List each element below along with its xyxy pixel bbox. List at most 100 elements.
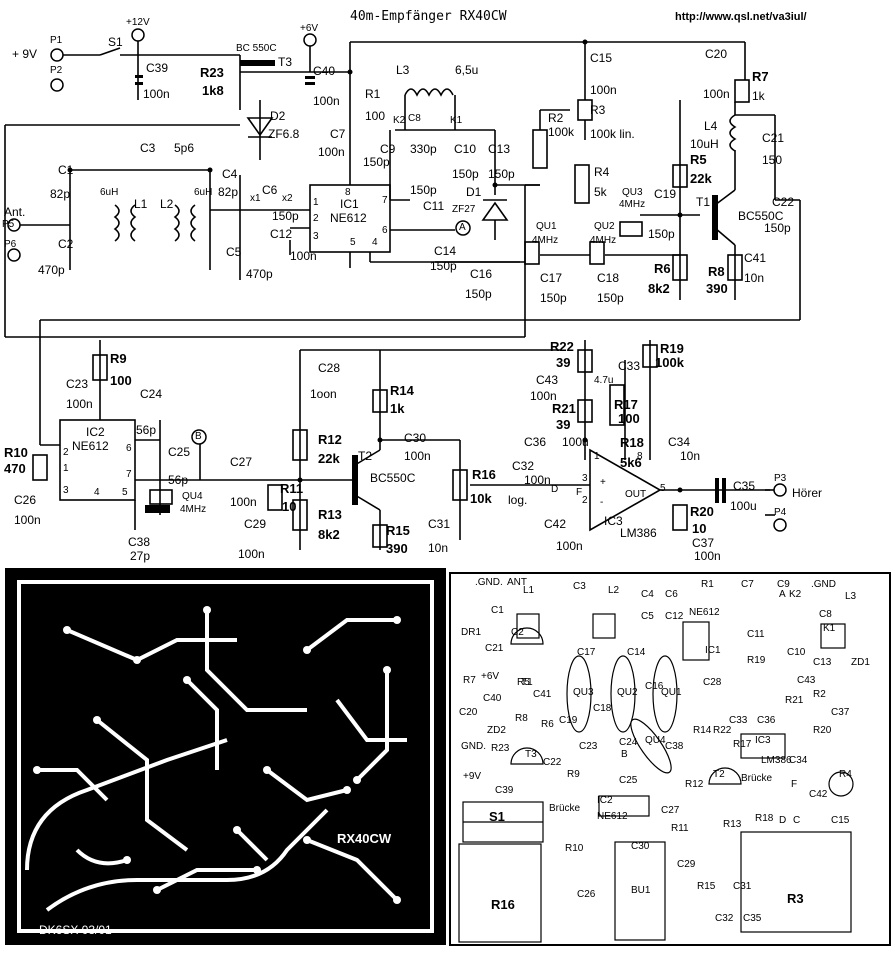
r23-label: R23: [200, 65, 224, 80]
pcb-r-r2: R2: [813, 689, 826, 700]
c28-value: 1oon: [310, 387, 337, 401]
lm386-minus: -: [600, 497, 604, 508]
c38-value: 27p: [130, 549, 151, 563]
pcb-r-bruecke1: Brücke: [741, 773, 773, 784]
pcb-r-c17: C17: [577, 647, 596, 658]
c23-value: 100n: [66, 397, 93, 411]
pcb-r-c31: C31: [733, 881, 752, 892]
ic1-type: NE612: [330, 211, 367, 225]
r7-value: 1k: [752, 89, 765, 103]
c3-label: C3: [140, 141, 156, 155]
r17-label: R17: [614, 397, 638, 412]
pcb-r-r14: R14: [693, 725, 712, 736]
r7-label: R7: [752, 69, 769, 84]
r20-label: R20: [690, 504, 714, 519]
lm386-pin8: 8: [637, 451, 643, 462]
pcb-r-c13: C13: [813, 657, 832, 668]
ic1-pin2: 2: [313, 213, 319, 224]
d1-label: D1: [466, 185, 482, 199]
antenna-label: Ant.: [4, 205, 26, 219]
k1-label: K1: [450, 115, 463, 126]
d2-label: D2: [270, 109, 286, 123]
r13-label: R13: [318, 507, 342, 522]
c43-value: 100n: [530, 389, 557, 403]
x2-label: x2: [282, 193, 293, 204]
pcb-r-r15: R15: [697, 881, 716, 892]
pcb-r-c42: C42: [809, 789, 828, 800]
pcb-r-r16: R16: [491, 897, 515, 912]
c30-label: C30: [404, 431, 427, 445]
pcb-r-c28: C28: [703, 677, 722, 688]
pcb-r-c16: C16: [645, 681, 664, 692]
qu4-value: 4MHz: [180, 504, 207, 515]
c37-value: 100n: [694, 549, 721, 563]
c41-label: C41: [744, 251, 767, 265]
ic1-pin7: 7: [382, 195, 388, 206]
ic1-pin3: 3: [313, 231, 319, 242]
qu3-label: QU3: [622, 187, 643, 198]
c43-label: C43: [536, 373, 559, 387]
c2-label: C2: [58, 237, 74, 251]
lm386-pin5: 5: [660, 483, 666, 494]
ic2-pin4: 4: [94, 487, 100, 498]
c30-value: 100n: [404, 449, 431, 463]
pcb-r-c26: C26: [577, 889, 596, 900]
l4-value: 10uH: [690, 137, 719, 151]
pcb-r-c29: C29: [677, 859, 696, 870]
r10-value: 470: [4, 461, 26, 476]
c27-label: C27: [230, 455, 253, 469]
c38-label: C38: [128, 535, 151, 549]
c2-value: 470p: [38, 263, 65, 277]
ic3-type: LM386: [620, 526, 657, 540]
pcb-r-c25: C25: [619, 775, 638, 786]
pcb-r-c1: C1: [491, 605, 504, 616]
pcb-r-l1: L1: [523, 585, 535, 596]
c14-label: C14: [434, 244, 457, 258]
l3-value: 6,5u: [455, 63, 479, 77]
pcb-r-c: C: [793, 815, 801, 826]
r20-value: 10: [692, 521, 707, 536]
pcb-r-b: B: [621, 749, 628, 760]
pcb-r-c36: C36: [757, 715, 776, 726]
pcb-r-r11: R11: [671, 823, 689, 834]
c15-value: 100n: [590, 83, 617, 97]
pcb-r-r6: R6: [541, 719, 554, 730]
pcb-r-gnd2: .GND: [811, 579, 836, 590]
pcb-r-c3: C3: [573, 581, 586, 592]
pcb-r-c32: C32: [715, 913, 734, 924]
c7-label: C7: [330, 127, 346, 141]
pcb-r-c20: C20: [459, 707, 478, 718]
t3-label: T3: [278, 55, 293, 69]
l2-value: 6uH: [194, 187, 213, 198]
c1-label: C1: [58, 163, 74, 177]
c16-value: 150p: [465, 287, 492, 301]
c40-label: C40: [313, 64, 336, 78]
c37-label: C37: [692, 536, 715, 550]
c3-value: 5p6: [174, 141, 195, 155]
pcb-r-r17: R17: [733, 739, 752, 750]
qu2-value: 4MHz: [590, 235, 617, 246]
pcb-r-bu1: BU1: [631, 885, 651, 896]
pcb-r-ic1: IC1: [705, 645, 721, 656]
pcb-r-c24: C24: [619, 737, 638, 748]
supply-12v-label: +12V: [126, 17, 150, 28]
terminal-p3-label: P3: [774, 473, 787, 484]
c36-value: 100u: [562, 435, 589, 449]
c35-label: C35: [733, 479, 756, 493]
c25-value: 56p: [168, 473, 189, 487]
pcb-r-r7: R7: [463, 675, 476, 686]
pcb-r-t2: T2: [713, 769, 725, 780]
r19-label: R19: [660, 341, 684, 356]
ic2-pin5: 5: [122, 487, 128, 498]
d1-value: ZF27: [452, 204, 476, 215]
pcb-r-bruecke2: Brücke: [549, 803, 581, 814]
pcb-r-f: F: [791, 779, 798, 790]
r9-value: 100: [110, 373, 132, 388]
x1-label: x1: [250, 193, 261, 204]
r21-value: 39: [556, 417, 571, 432]
l4-label: L4: [704, 119, 718, 133]
r13-value: 8k2: [318, 527, 340, 542]
node-b-label: B: [195, 431, 202, 442]
c36-label: C36: [524, 435, 547, 449]
